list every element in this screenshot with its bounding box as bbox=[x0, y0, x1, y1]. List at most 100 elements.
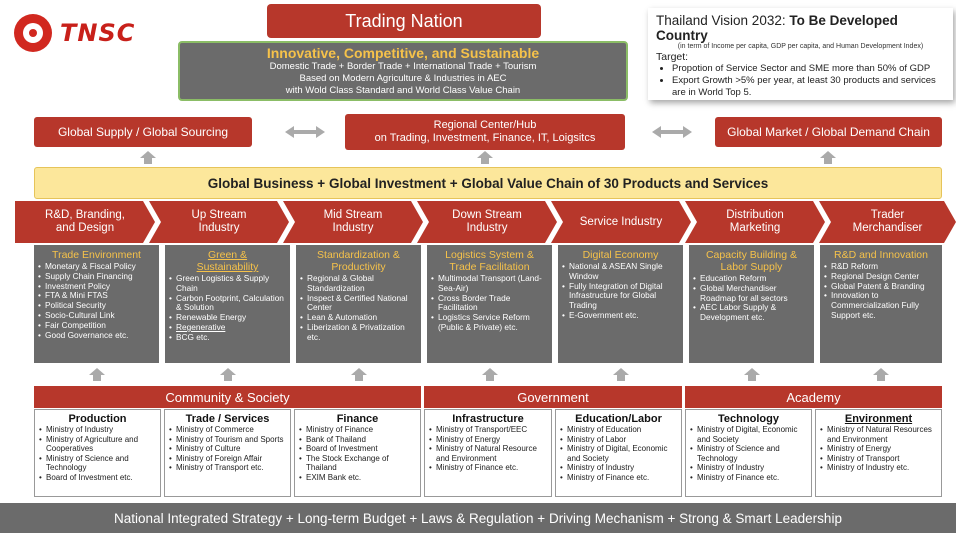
global-supply-box: Global Supply / Global Sourcing bbox=[34, 117, 252, 147]
chevron-rd-branding: R&D, Branding,and Design bbox=[15, 201, 155, 243]
vision-target-list: Propotion of Service Sector and SME more… bbox=[672, 63, 945, 99]
column-list: Green Logistics & Supply Chain Carbon Fo… bbox=[169, 273, 286, 343]
chevron-label: Marketing bbox=[729, 222, 781, 234]
column-item: Innovation to Commercialization Fully Su… bbox=[824, 290, 938, 320]
column-item: AEC Labor Supply & Development etc. bbox=[693, 303, 810, 323]
box-title: Finance bbox=[336, 413, 379, 425]
column-item: Regional & Global Standardization bbox=[300, 273, 417, 294]
column-item: Political Security bbox=[38, 300, 155, 311]
box-item: EXIM Bank etc. bbox=[299, 473, 416, 483]
vision-target-item: Propotion of Service Sector and SME more… bbox=[672, 63, 945, 75]
box-item: Ministry of Science and Technology bbox=[39, 454, 156, 473]
column-item: Fair Competition bbox=[38, 320, 155, 331]
box-item: Ministry of Natural Resources and Enviro… bbox=[820, 425, 937, 444]
vision-title-bold: To Be Developed Country bbox=[656, 13, 898, 43]
box-item: Ministry of Culture bbox=[169, 444, 286, 454]
box-item: Ministry of Industry bbox=[39, 425, 156, 435]
community-society-bar: Community & Society bbox=[34, 386, 421, 408]
up-arrow-icon bbox=[477, 151, 493, 164]
trading-nation-title: Trading Nation bbox=[267, 4, 541, 38]
column-list: Regional & Global Standardization Inspec… bbox=[300, 273, 417, 343]
chevron-label: Trader bbox=[870, 209, 905, 221]
column-trade-environment: Trade Environment Monetary & Fiscal Poli… bbox=[34, 245, 159, 363]
box-item: Bank of Thailand bbox=[299, 435, 416, 445]
chevron-label: Industry bbox=[332, 222, 374, 234]
column-item: Socio-Cultural Link bbox=[38, 310, 155, 321]
box-item: Ministry of Tourism and Sports bbox=[169, 435, 286, 445]
column-list: Education Reform Global Merchandiser Roa… bbox=[693, 273, 810, 323]
box-item: Ministry of Finance bbox=[299, 425, 416, 435]
chevron-label: R&D, Branding, bbox=[45, 209, 125, 221]
double-arrow-icon bbox=[652, 126, 692, 138]
box-item: Ministry of Industry bbox=[690, 463, 807, 473]
column-heading: Labor Supply bbox=[720, 261, 783, 273]
global-value-chain-banner: Global Business + Global Investment + Gl… bbox=[34, 167, 942, 199]
innovative-heading: Innovative, Competitive, and Sustainable bbox=[266, 45, 540, 61]
box-item: Ministry of Finance etc. bbox=[560, 473, 677, 483]
box-item: Ministry of Industry etc. bbox=[820, 463, 937, 473]
up-arrow-icon bbox=[351, 368, 367, 381]
box-education-labor: Education/Labor Ministry of Education Mi… bbox=[555, 409, 682, 497]
column-item: Global Patent & Branding bbox=[824, 281, 938, 292]
box-item: Ministry of Education bbox=[560, 425, 677, 435]
up-arrow-icon bbox=[744, 368, 760, 381]
vision-box: Thailand Vision 2032: To Be Developed Co… bbox=[648, 8, 953, 100]
national-strategy-footer: National Integrated Strategy + Long-term… bbox=[0, 503, 956, 533]
box-list: Ministry of Transport/EEC Ministry of En… bbox=[429, 425, 547, 473]
academy-bar: Academy bbox=[685, 386, 942, 408]
column-list: R&D Reform Regional Design Center Global… bbox=[824, 261, 938, 321]
column-item: FTA & Mini FTAS bbox=[38, 291, 155, 301]
column-heading: Sustainability bbox=[196, 261, 259, 273]
box-list: Ministry of Digital, Economic and Societ… bbox=[690, 425, 807, 482]
column-green-sustainability: Green & Sustainability Green Logistics &… bbox=[165, 245, 290, 363]
column-rd-innovation: R&D and Innovation R&D Reform Regional D… bbox=[820, 245, 942, 363]
box-finance: Finance Ministry of Finance Bank of Thai… bbox=[294, 409, 421, 497]
column-item: Monetary & Fiscal Policy bbox=[38, 261, 155, 272]
chevron-label: and Design bbox=[55, 222, 115, 234]
innovative-line: with Wold Class Standard and World Class… bbox=[285, 85, 521, 96]
box-title: Education/Labor bbox=[575, 413, 662, 425]
tnsc-logo: TNSC bbox=[14, 8, 154, 58]
column-heading: Standardization & bbox=[317, 249, 400, 261]
government-bar: Government bbox=[424, 386, 682, 408]
up-arrow-icon bbox=[873, 368, 889, 381]
box-title: Trade / Services bbox=[185, 413, 270, 425]
vision-target-label: Target: bbox=[656, 51, 689, 63]
box-item: Ministry of Finance etc. bbox=[690, 473, 807, 483]
column-list: Multimodal Transport (Land-Sea-Air) Cros… bbox=[431, 273, 548, 333]
box-item: Ministry of Science and Technology bbox=[690, 444, 807, 463]
column-heading: Capacity Building & bbox=[705, 249, 798, 261]
chevron-label: Mid Stream bbox=[323, 209, 383, 221]
box-item: Ministry of Digital, Economic and Societ… bbox=[560, 444, 677, 463]
box-item: Ministry of Industry bbox=[560, 463, 677, 473]
column-item: R&D Reform bbox=[824, 261, 938, 272]
column-item: National & ASEAN Single Window bbox=[562, 261, 679, 282]
up-arrow-icon bbox=[220, 368, 236, 381]
column-list: Monetary & Fiscal Policy Supply Chain Fi… bbox=[38, 261, 155, 340]
column-item: Logistics Service Reform (Public & Priva… bbox=[431, 312, 548, 333]
column-heading: Trade Facilitation bbox=[449, 261, 530, 273]
column-heading: Trade Environment bbox=[52, 249, 141, 261]
box-title: Production bbox=[68, 413, 127, 425]
chevron-label: Industry bbox=[466, 222, 508, 234]
logo-text: TNSC bbox=[60, 19, 136, 47]
column-item: Renewable Energy bbox=[169, 312, 286, 323]
column-standardization: Standardization & Productivity Regional … bbox=[296, 245, 421, 363]
chevron-label: Distribution bbox=[726, 209, 784, 221]
double-arrow-icon bbox=[285, 126, 325, 138]
column-item: Multimodal Transport (Land-Sea-Air) bbox=[431, 273, 548, 294]
column-item: Investment Policy bbox=[38, 281, 155, 292]
column-item: Inspect & Certified National Center bbox=[300, 293, 417, 314]
box-item: Board of Investment bbox=[299, 444, 416, 454]
box-list: Ministry of Industry Ministry of Agricul… bbox=[39, 425, 156, 482]
box-item: Ministry of Foreign Affair bbox=[169, 454, 286, 464]
box-item: Ministry of Agriculture and Cooperatives bbox=[39, 435, 156, 454]
column-item: Cross Border Trade Facilitation bbox=[431, 293, 548, 314]
innovative-line: Domestic Trade + Border Trade + Internat… bbox=[269, 61, 537, 72]
column-heading: Logistics System & bbox=[445, 249, 534, 261]
regional-hub-box: Regional Center/Hub on Trading, Investme… bbox=[345, 114, 625, 150]
column-item: Regenerative bbox=[169, 322, 286, 333]
hub-subtitle: on Trading, Investment, Finance, IT, Loi… bbox=[374, 132, 596, 144]
vision-title: Thailand Vision 2032: To Be Developed Co… bbox=[656, 13, 945, 43]
